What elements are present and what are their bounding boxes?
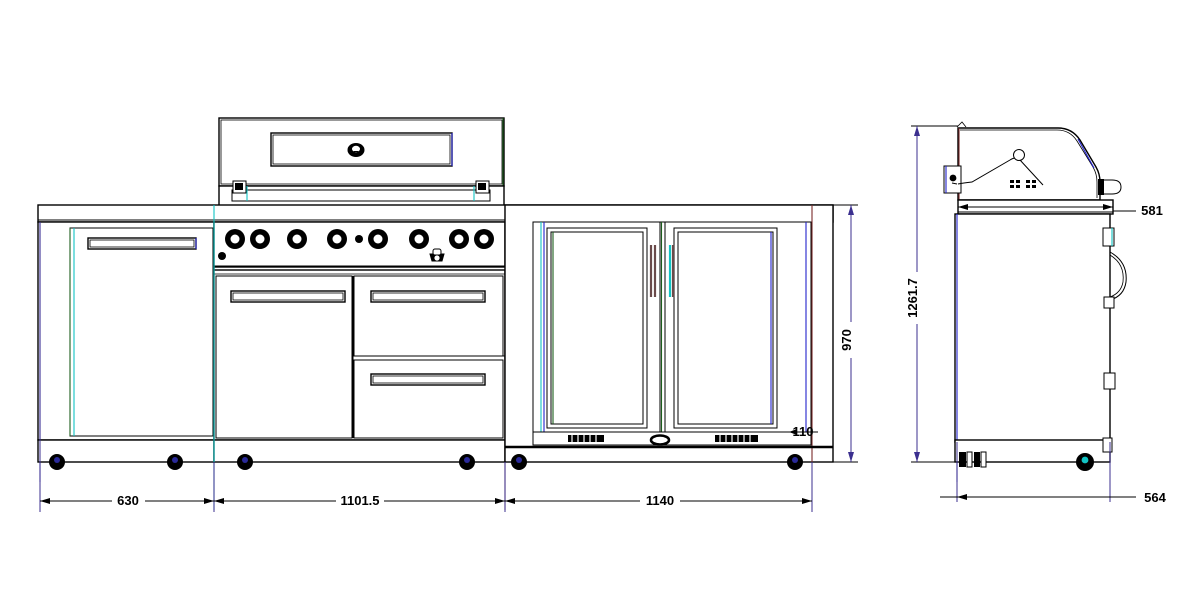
fridge-right-door-glass	[677, 231, 774, 425]
dimension-1101-5-label: 1101.5	[340, 493, 379, 508]
burner-knob-5[interactable]	[368, 229, 388, 249]
side-leveling-feet	[959, 451, 987, 468]
side-plinth-bracket	[1102, 437, 1113, 453]
left-cabinet-plinth	[37, 439, 215, 463]
fridge-left-door-glass	[550, 231, 644, 425]
side-hood-bevel-accent	[1077, 138, 1095, 169]
side-burner-marks	[1010, 180, 1036, 188]
dimension-1261-7: 1261.7	[905, 125, 958, 463]
grill-lower-drawer-handle	[370, 373, 486, 386]
dimension-110-label: 110	[793, 424, 814, 439]
burner-knob-2[interactable]	[250, 229, 270, 249]
caster-hub	[792, 457, 798, 463]
hood-handle-bar	[231, 189, 491, 202]
dimension-1261-7-label: 1261.7	[905, 278, 920, 318]
burner-knob-7[interactable]	[449, 229, 469, 249]
side-cabinet-body	[954, 213, 1127, 482]
fridge-right-door[interactable]	[673, 227, 778, 429]
thermometer-face	[352, 145, 360, 153]
hood-inner-edge	[220, 119, 503, 185]
dimension-630: 630	[40, 493, 214, 508]
grill-left-door-handle-inner	[232, 292, 344, 301]
dimension-1140: 1140	[505, 493, 812, 508]
side-hinge-arm	[951, 182, 958, 185]
grill-upper-drawer-handle-inner	[372, 292, 484, 301]
side-hood-inner	[960, 129, 1098, 198]
side-hood-handle[interactable]	[1098, 179, 1122, 195]
burner-knob-6[interactable]	[409, 229, 429, 249]
fridge-center-mullion	[659, 221, 666, 433]
burner-knob-3[interactable]	[287, 229, 307, 249]
control-knobs[interactable]	[218, 229, 494, 262]
fridge-vent-right-grille	[715, 435, 758, 442]
fridge-left-door-handle[interactable]	[649, 245, 657, 297]
side-dimensions: 1261.7 581 564	[905, 125, 1167, 505]
ignition-button[interactable]	[355, 235, 363, 243]
fridge-left-door[interactable]	[546, 227, 648, 429]
burner-knob-1[interactable]	[225, 229, 245, 249]
dimension-581: 581	[958, 203, 1163, 218]
left-cabinet-door	[69, 227, 214, 437]
dimension-970: 970	[833, 204, 860, 463]
grill-left-door-handle	[230, 290, 346, 303]
fridge-badge-emblem	[649, 434, 671, 446]
grill-hood	[218, 117, 505, 207]
dimension-581-label: 581	[1141, 203, 1163, 218]
left-cabinet-module	[37, 221, 215, 482]
caster-hub	[516, 457, 522, 463]
gas-hose	[1109, 251, 1127, 301]
burner-knob-4[interactable]	[327, 229, 347, 249]
dimension-564: 564	[940, 442, 1167, 505]
side-shelf-bracket-top	[1102, 227, 1115, 247]
fridge-right-door-handle[interactable]	[668, 245, 675, 297]
caster-hub	[242, 457, 248, 463]
hood-handle-left-cap	[235, 183, 243, 190]
gas-hose-fitting	[1103, 296, 1115, 309]
side-bracket-knob	[1013, 149, 1025, 161]
side-hood-outline	[957, 127, 1101, 201]
side-hood-top-notch	[956, 121, 967, 128]
grill-module	[213, 205, 506, 510]
side-body-outline	[954, 213, 1111, 443]
burner-knob-8[interactable]	[474, 229, 494, 249]
dimension-110: 110	[784, 424, 818, 439]
dimension-1101-5: 1101.5	[214, 493, 505, 508]
side-elevation-view	[943, 121, 1127, 482]
caster-hub	[464, 457, 470, 463]
grill-lower-drawer-handle-inner	[372, 375, 484, 384]
caster-hub	[172, 457, 178, 463]
side-hinge-pivot	[949, 174, 957, 182]
grill-upper-drawer-handle	[370, 290, 486, 303]
hood-window-inner	[272, 134, 451, 165]
grill-left-door	[215, 275, 353, 439]
dimension-564-label: 564	[1144, 490, 1166, 505]
front-elevation-view	[37, 117, 834, 510]
left-cabinet-handle-inner	[89, 239, 195, 248]
hood-handle-strip	[218, 185, 505, 207]
panel-indicator-light	[218, 252, 226, 260]
gas-hose-inner	[1109, 254, 1124, 298]
caster-hub	[1081, 456, 1089, 464]
valve-knob[interactable]	[429, 248, 445, 262]
grill-lower-drawer	[353, 359, 504, 439]
dimension-1140-label: 1140	[646, 493, 674, 508]
dimension-630-label: 630	[117, 493, 139, 508]
fridge-vent-left-grille	[568, 435, 604, 442]
dimension-970-label: 970	[839, 329, 854, 351]
fridge-module	[504, 204, 834, 470]
caster-hub	[54, 457, 60, 463]
front-dimensions: 630 1101.5 1140 970	[39, 204, 860, 512]
side-mid-bracket	[1103, 372, 1116, 390]
hood-handle-right-cap	[478, 183, 486, 190]
grill-upper-drawer	[353, 275, 504, 357]
side-hood	[943, 121, 1122, 201]
